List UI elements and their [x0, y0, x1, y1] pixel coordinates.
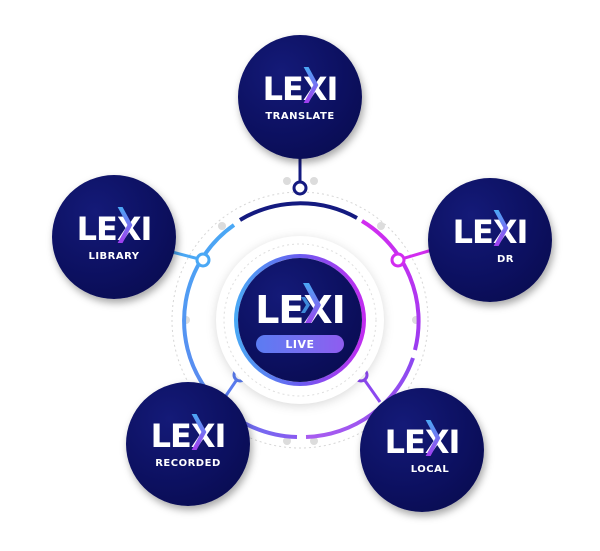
product-node-recorded[interactable]: LEXI RECORDED — [126, 382, 250, 506]
product-node-library[interactable]: LEXI LIBRARY — [52, 175, 176, 299]
product-node-local[interactable]: LEXI LOCAL — [360, 388, 484, 512]
lexi-logo: LEXI — [262, 66, 339, 108]
product-label: DR — [496, 253, 514, 265]
chevron-icon — [303, 66, 318, 103]
lexi-logo: LEXI — [384, 419, 461, 461]
chevron-icon — [493, 209, 508, 246]
product-node-dr[interactable]: LEXI DR — [428, 178, 552, 302]
product-label: RECORDED — [155, 457, 221, 469]
lexi-logo: LEXI — [452, 209, 529, 251]
logo-text: LEXI — [76, 209, 153, 248]
logo-text: LEXI — [384, 422, 461, 461]
logo-text: LEXI — [262, 69, 339, 108]
chevron-icon — [117, 206, 132, 243]
product-node-translate[interactable]: LEXI TRANSLATE — [238, 35, 362, 159]
center-node-live: LEXI LIVE — [238, 258, 362, 382]
chevron-icon — [301, 283, 322, 323]
product-label: LIBRARY — [88, 250, 140, 262]
chevron-icon — [191, 413, 206, 450]
logo-text: LEXI — [452, 212, 529, 251]
product-label: TRANSLATE — [265, 110, 335, 122]
lexi-logo: LEXI — [76, 206, 153, 248]
lexi-logo: LEXI — [255, 283, 346, 332]
lexi-logo: LEXI — [150, 413, 227, 455]
logo-text: LEXI — [255, 288, 346, 332]
logo-text: LEXI — [150, 416, 227, 455]
chevron-icon — [425, 419, 440, 456]
product-label: LOCAL — [410, 463, 450, 475]
live-badge: LIVE — [256, 335, 344, 353]
